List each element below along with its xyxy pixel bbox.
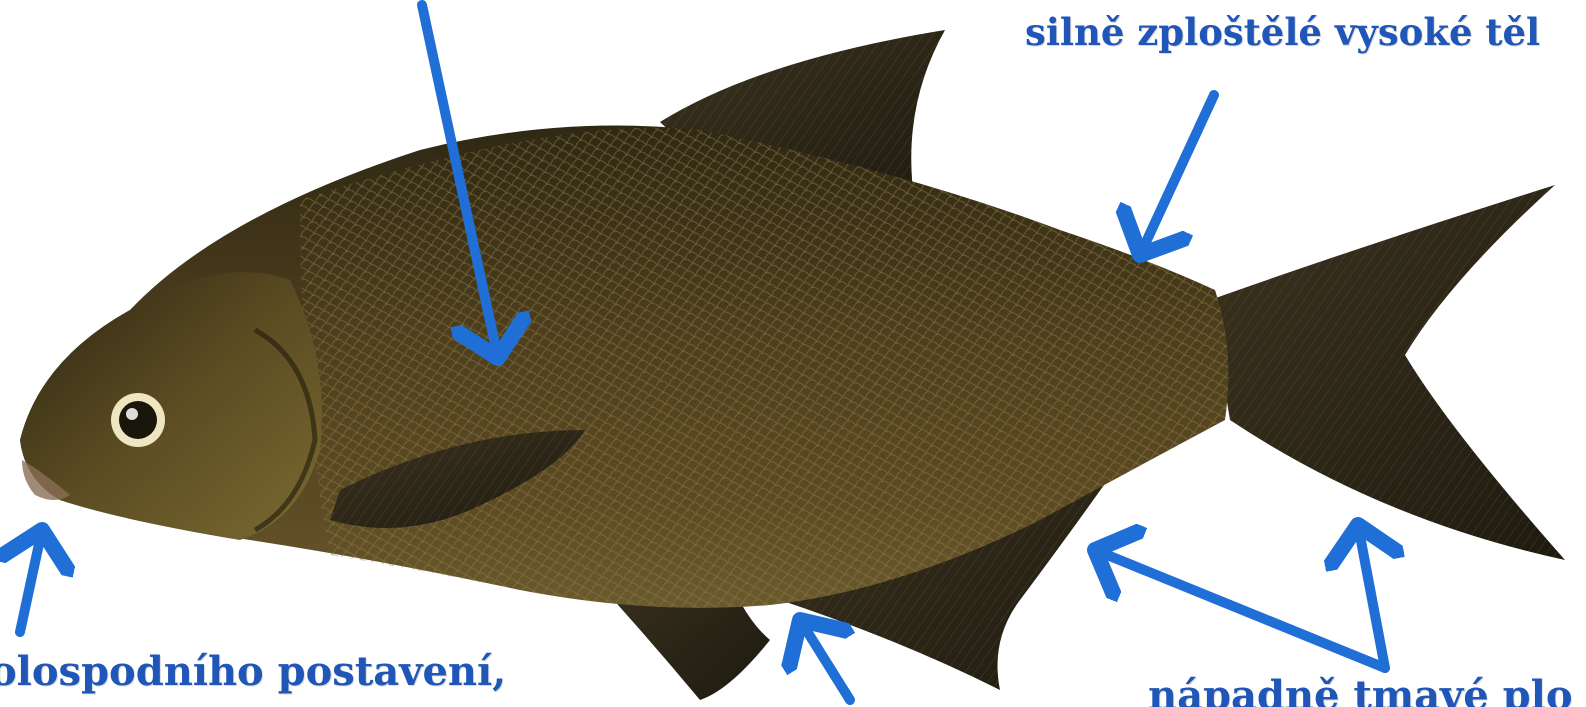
caption-mouth: olospodního postavení, [0,652,506,692]
caudal-fin [1210,185,1565,560]
caption-fins: nápadně tmavé plo [1148,676,1573,707]
arrow-belly [800,620,850,700]
arrow-mouth [20,530,42,632]
fish-head [20,272,322,540]
arrow-anal-fin [1095,550,1385,668]
caption-body-shape: silně zploštělé vysoké těl [1025,14,1540,51]
arrow-tail-fin [1358,525,1385,668]
fish-eye [111,393,165,447]
arrow-body-shape [1140,95,1214,255]
